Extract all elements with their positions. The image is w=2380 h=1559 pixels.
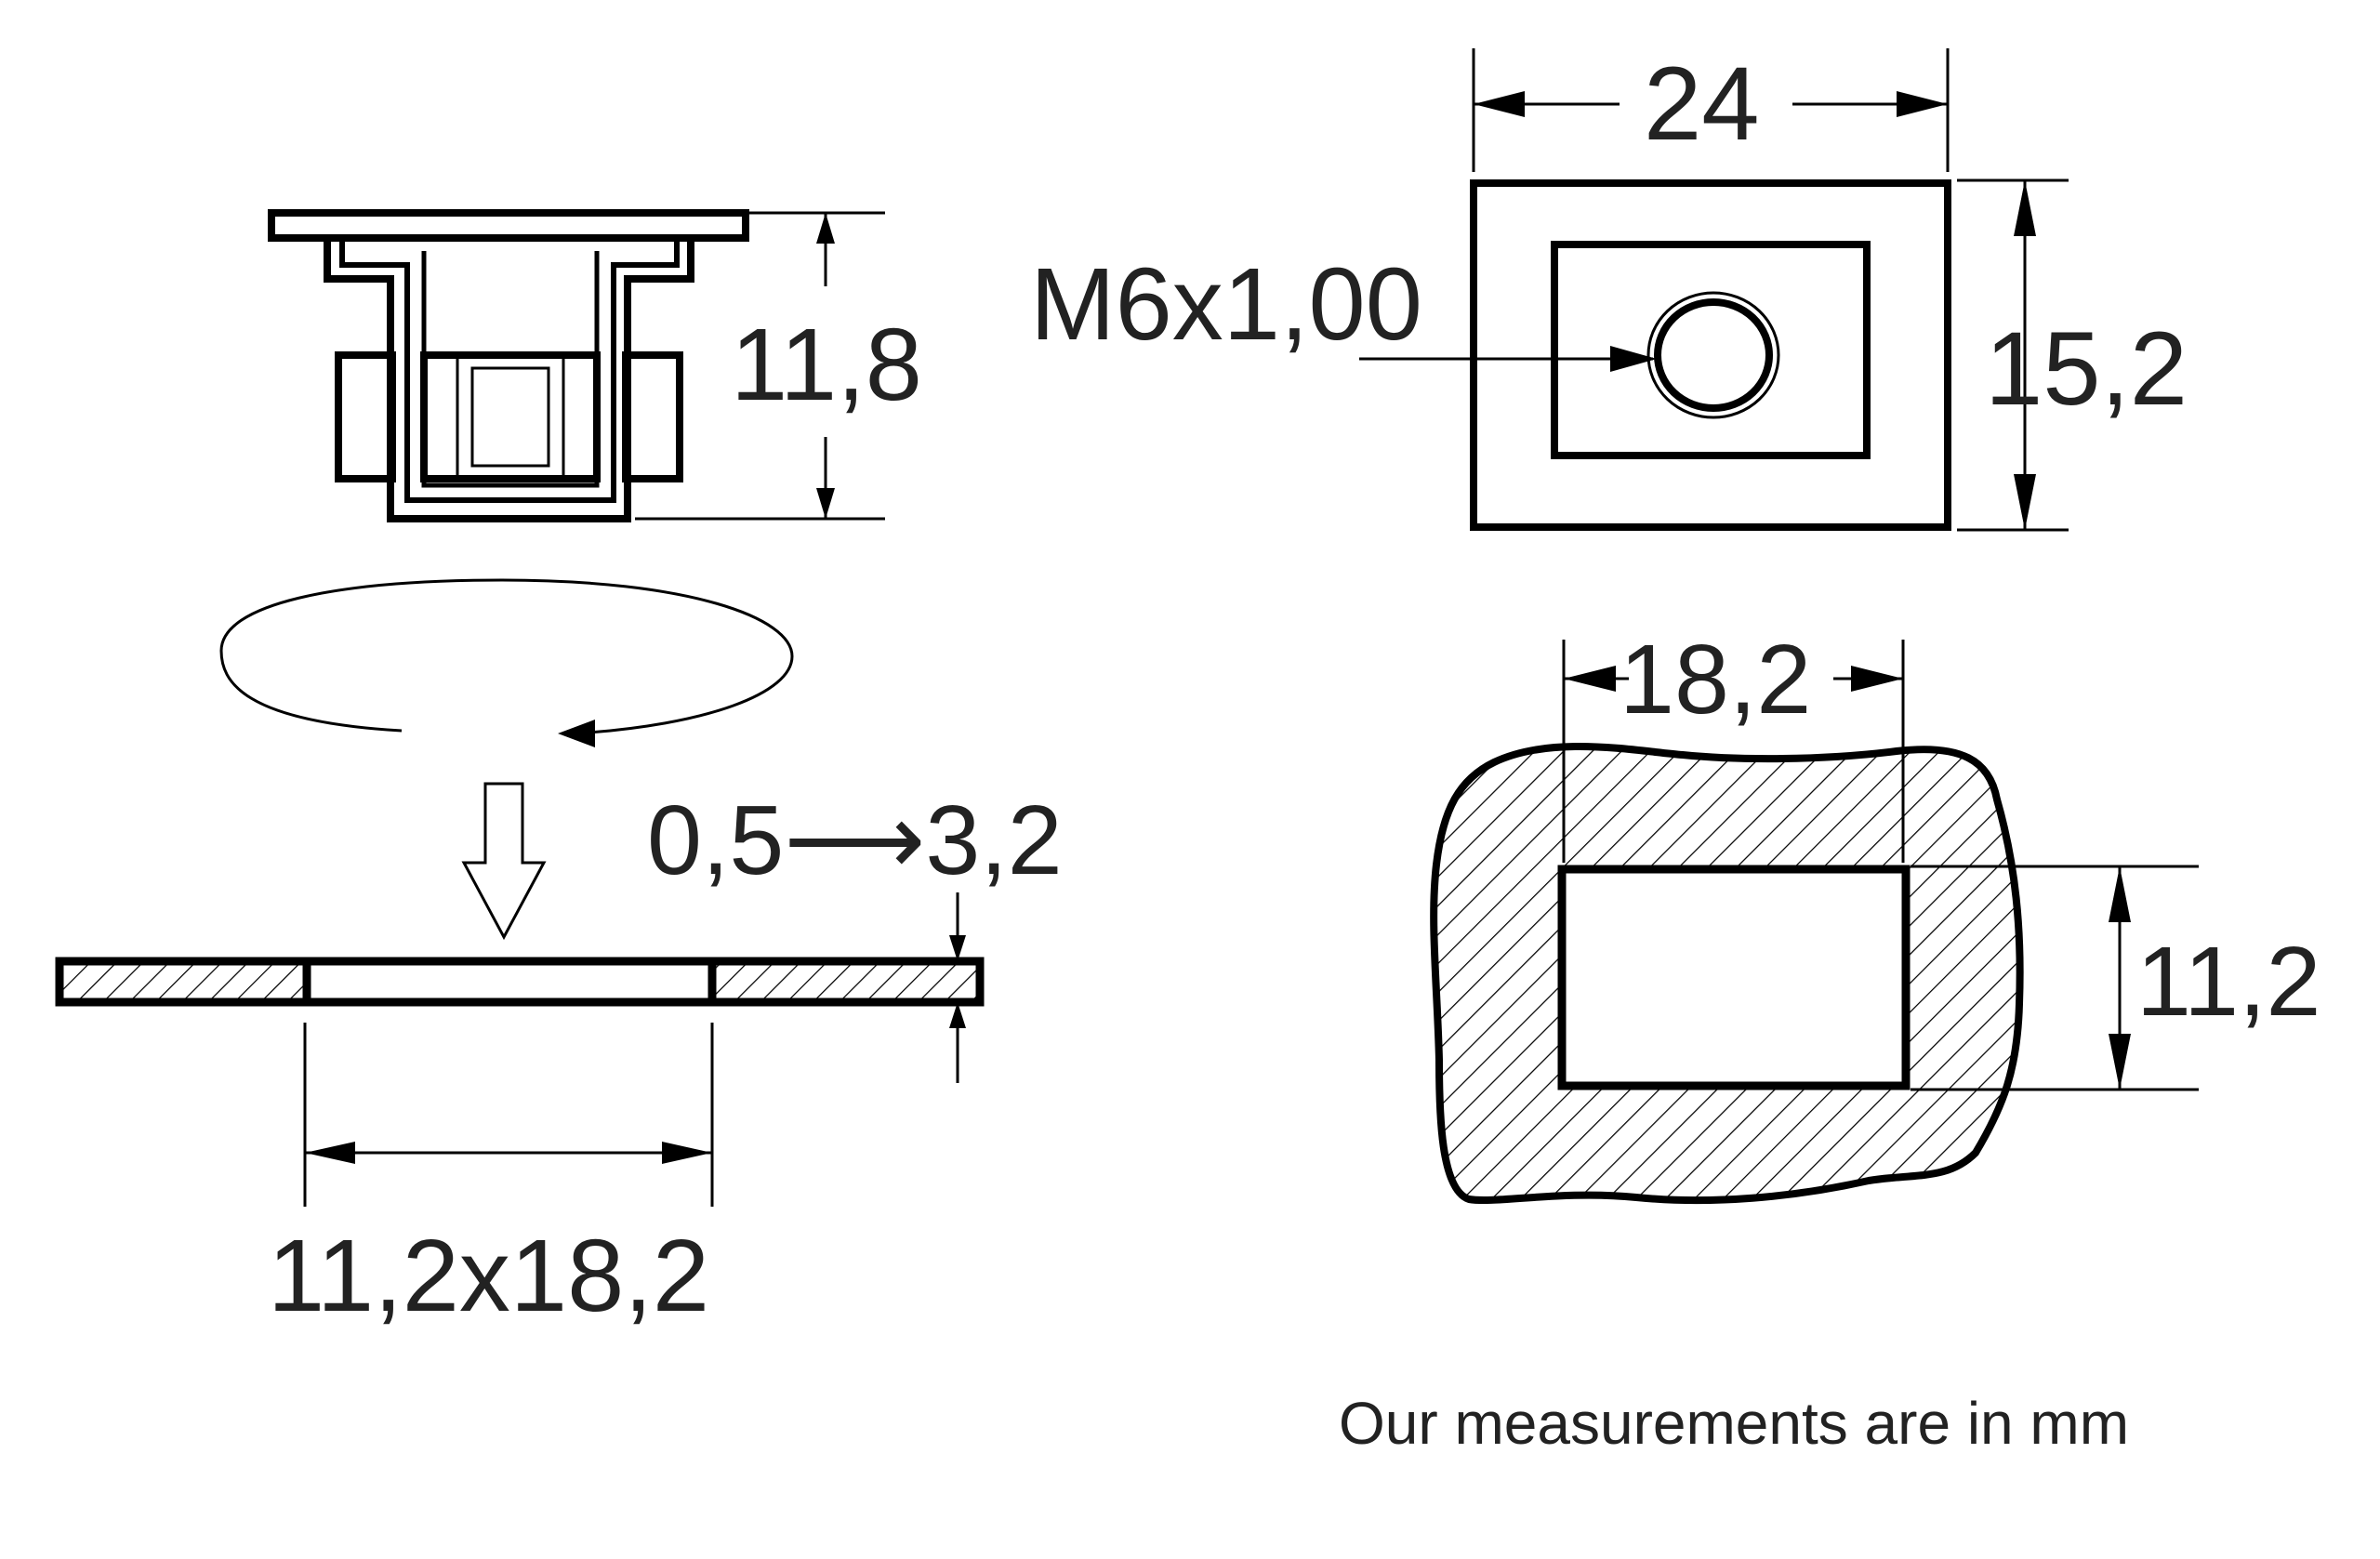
clip-height-dimension — [635, 211, 885, 521]
clip-height-label: 11,8 — [731, 308, 922, 422]
panel-section-view — [55, 957, 985, 1007]
down-arrow-icon — [461, 782, 547, 941]
cutout-width-dimension — [1562, 640, 1905, 863]
panel-thickness-dimension — [949, 892, 966, 1083]
cutout-width-label: 18,2 — [1620, 625, 1811, 734]
nut-width-dimension — [1472, 48, 1950, 172]
thread-spec-label: M6x1,00 — [1030, 247, 1422, 362]
rotate-arrow-icon — [219, 578, 794, 747]
nut-width-label: 24 — [1644, 46, 1760, 162]
nut-height-label: 15,2 — [1985, 310, 2188, 427]
panel-hole-label: 11,2x18,2 — [268, 1219, 709, 1333]
panel-hole-dimension — [303, 1023, 714, 1207]
units-note: Our measurements are in mm — [1339, 1390, 2129, 1457]
nut-height-dimension — [1957, 178, 2069, 532]
nut-top-view — [1470, 179, 1951, 531]
panel-cutout-view — [1430, 743, 2024, 1205]
cutout-height-label: 11,2 — [2136, 927, 2320, 1037]
cutout-height-dimension — [1911, 865, 2199, 1091]
clip-side-view — [268, 209, 749, 522]
panel-thickness-label: 0,5⟶3,2 — [647, 786, 1063, 895]
thread-leader-arrow — [1359, 346, 1657, 372]
